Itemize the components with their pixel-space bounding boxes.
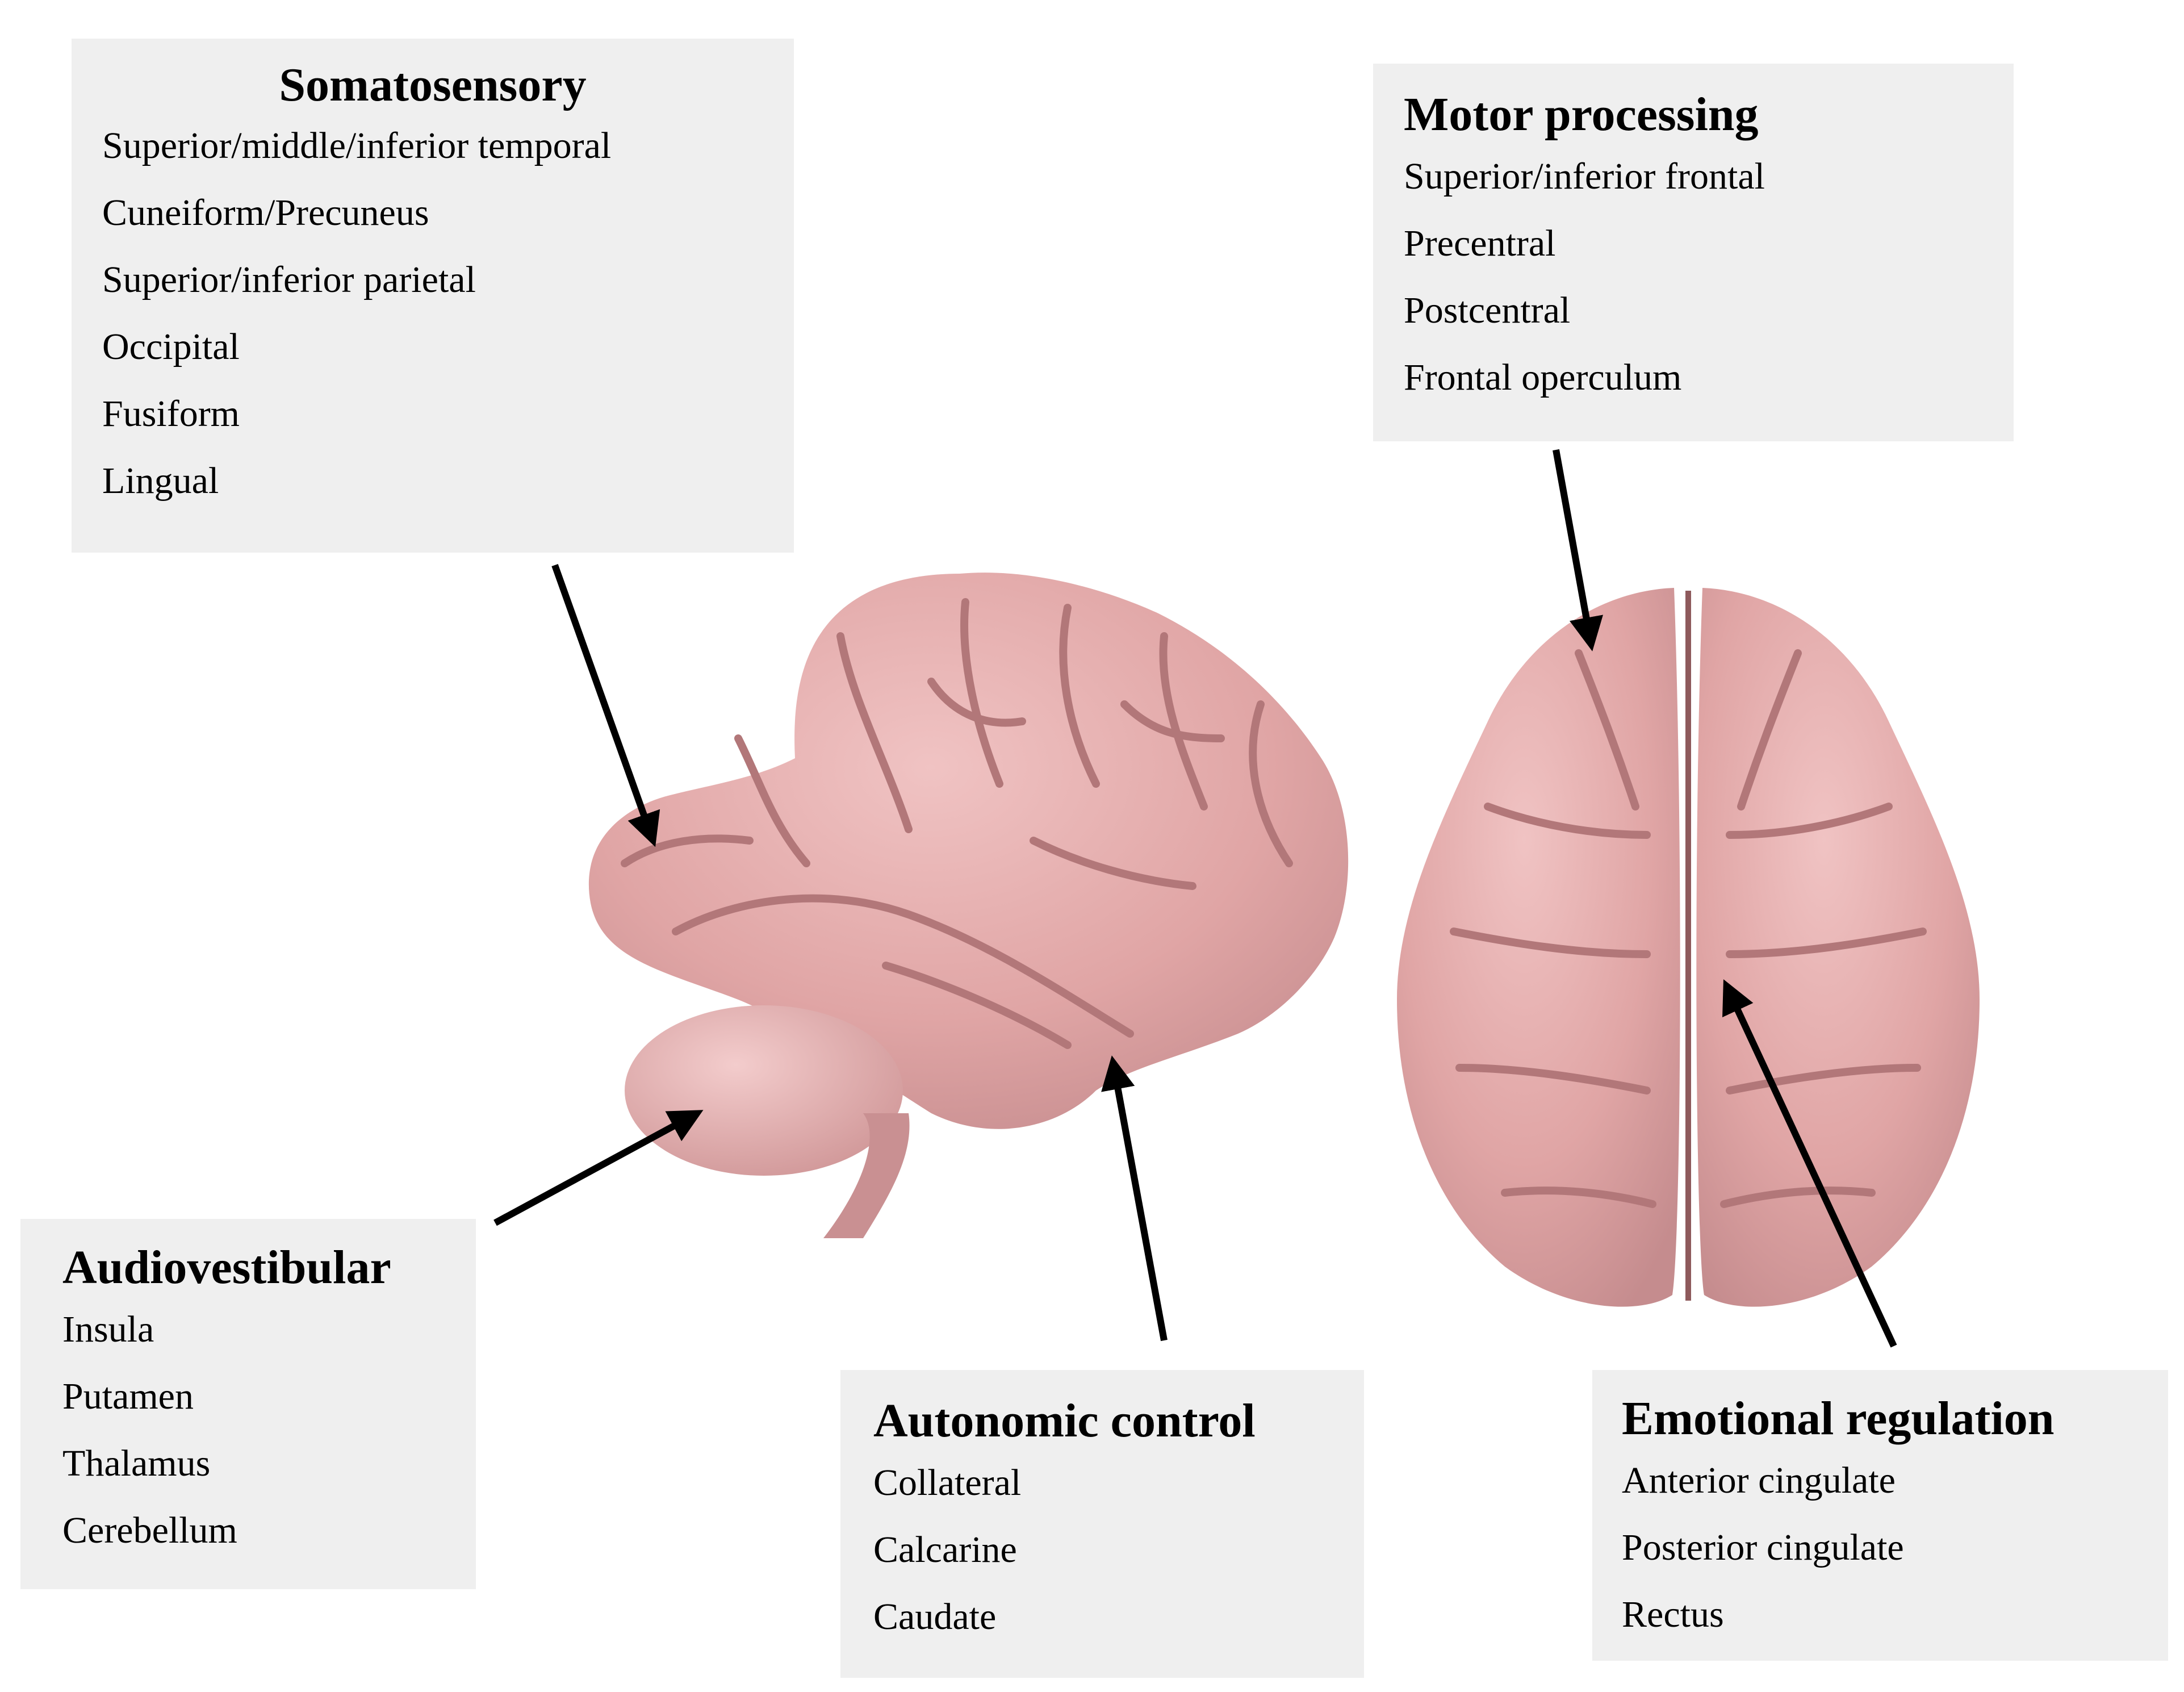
- list-item: Precentral: [1404, 223, 1556, 264]
- list-item: Posterior cingulate: [1622, 1527, 1904, 1568]
- arrow-motor-processing: [1553, 449, 1603, 651]
- list-item: Occipital: [102, 326, 240, 367]
- list-item: Lingual: [102, 460, 219, 502]
- brainstem: [823, 1113, 910, 1238]
- motor-processing-list: Superior/inferior frontal Precentral Pos…: [1404, 143, 2014, 411]
- emotional-regulation-title: Emotional regulation: [1622, 1392, 2055, 1445]
- audiovestibular-title: Audiovestibular: [62, 1241, 391, 1294]
- list-item: Anterior cingulate: [1622, 1460, 1896, 1501]
- autonomic-control-box: Autonomic control Collateral Calcarine C…: [840, 1370, 1364, 1678]
- list-item: Thalamus: [62, 1443, 211, 1484]
- list-item: Caudate: [873, 1596, 997, 1637]
- somatosensory-title: Somatosensory: [279, 59, 587, 111]
- list-item: Frontal operculum: [1404, 357, 1682, 398]
- list-item: Cerebellum: [62, 1510, 237, 1551]
- motor-processing-box: Motor processing Superior/inferior front…: [1373, 64, 2014, 441]
- list-item: Collateral: [873, 1462, 1022, 1503]
- brain-lateral-sulci: [621, 598, 1293, 1049]
- somatosensory-box: Somatosensory Superior/middle/inferior t…: [72, 39, 794, 553]
- list-item: Rectus: [1622, 1594, 1724, 1635]
- brain-lateral-view: [588, 573, 1349, 1238]
- audiovestibular-list: Insula Putamen Thalamus Cerebellum: [62, 1296, 476, 1564]
- motor-processing-title: Motor processing: [1404, 88, 1759, 141]
- cerebrum-lateral: [588, 573, 1349, 1129]
- audiovestibular-box: Audiovestibular Insula Putamen Thalamus …: [20, 1219, 476, 1589]
- list-item: Calcarine: [873, 1529, 1017, 1570]
- somatosensory-list: Superior/middle/inferior temporal Cuneif…: [102, 112, 794, 515]
- emotional-regulation-list: Anterior cingulate Posterior cingulate R…: [1622, 1447, 2168, 1648]
- emotional-regulation-box: Emotional regulation Anterior cingulate …: [1592, 1370, 2168, 1661]
- arrow-somatosensory: [551, 563, 660, 847]
- arrow-audiovestibular: [493, 1110, 704, 1226]
- autonomic-control-title: Autonomic control: [873, 1394, 1256, 1447]
- autonomic-control-list: Collateral Calcarine Caudate: [873, 1449, 1364, 1651]
- list-item: Superior/inferior parietal: [102, 259, 476, 300]
- list-item: Insula: [62, 1309, 154, 1350]
- list-item: Postcentral: [1404, 290, 1571, 331]
- cerebellum: [625, 1005, 903, 1176]
- list-item: Fusiform: [102, 393, 240, 435]
- list-item: Cuneiform/Precuneus: [102, 192, 429, 233]
- list-item: Superior/inferior frontal: [1404, 156, 1765, 197]
- arrow-emotional-regulation: [1722, 979, 1897, 1348]
- arrow-autonomic-control: [1101, 1055, 1168, 1342]
- arrows: [493, 449, 1897, 1348]
- brain-top-view: [1397, 588, 1980, 1307]
- list-item: Superior/middle/inferior temporal: [102, 125, 612, 166]
- brain-top-sulci: [1450, 649, 1927, 1208]
- list-item: Putamen: [62, 1376, 194, 1417]
